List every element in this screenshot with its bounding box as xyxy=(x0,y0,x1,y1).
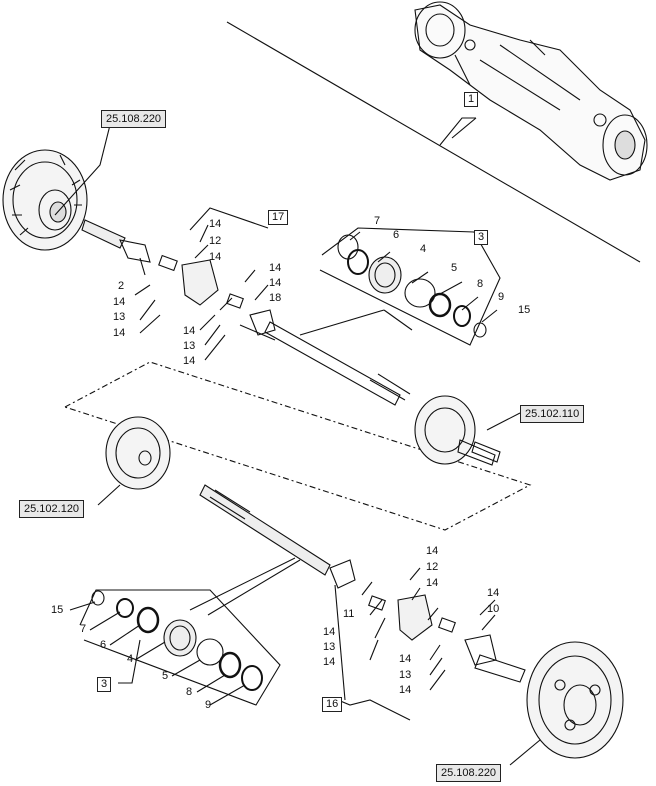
part-label: 4 xyxy=(420,243,427,255)
part-label: 13 xyxy=(323,641,336,653)
part-label: 14 xyxy=(399,684,412,696)
part-label: 12 xyxy=(209,235,222,247)
hub-drawing-bottom xyxy=(526,641,624,759)
part-label: 14 xyxy=(113,327,126,339)
part-label: 8 xyxy=(186,686,193,698)
part-label: 10 xyxy=(487,603,500,615)
part-label: 15 xyxy=(51,604,64,616)
lower-drive-shaft xyxy=(199,484,526,683)
callout-box-upper-shaft[interactable]: 17 xyxy=(268,210,289,225)
callout-box-assembly[interactable]: 1 xyxy=(464,92,479,107)
part-label: 13 xyxy=(183,340,196,352)
lower-seal-components xyxy=(91,590,263,691)
callout-box-lower-seals[interactable]: 3 xyxy=(97,677,112,692)
part-label: 7 xyxy=(374,215,381,227)
part-label: 14 xyxy=(183,355,196,367)
part-label: 14 xyxy=(113,296,126,308)
reference-box-hub-top[interactable]: 25.108.220 xyxy=(101,110,167,128)
part-label: 15 xyxy=(518,304,531,316)
part-label: 14 xyxy=(426,577,439,589)
part-label: 9 xyxy=(498,291,505,303)
part-label: 5 xyxy=(451,262,458,274)
callout-box-upper-seals[interactable]: 3 xyxy=(474,230,489,245)
reference-box-hub-bottom[interactable]: 25.108.220 xyxy=(436,764,502,782)
part-label: 12 xyxy=(426,561,439,573)
part-label: 2 xyxy=(118,280,125,292)
part-label: 7 xyxy=(80,623,87,635)
upper-drive-shaft xyxy=(81,219,411,406)
part-label: 13 xyxy=(113,311,126,323)
differential-carrier xyxy=(105,416,171,490)
part-label: 14 xyxy=(209,218,222,230)
axle-assembly-drawing xyxy=(414,1,648,181)
part-label: 4 xyxy=(127,653,134,665)
part-label: 14 xyxy=(323,626,336,638)
part-label: 5 xyxy=(162,670,169,682)
part-label: 14 xyxy=(426,545,439,557)
part-label: 6 xyxy=(393,229,400,241)
part-label: 18 xyxy=(269,292,282,304)
callout-box-lower-shaft[interactable]: 16 xyxy=(322,697,343,712)
part-label: 14 xyxy=(269,277,282,289)
upper-seal-components xyxy=(337,234,487,338)
part-label: 11 xyxy=(343,608,355,620)
part-label: 14 xyxy=(487,587,500,599)
reference-box-carrier[interactable]: 25.102.120 xyxy=(19,500,85,518)
part-label: 13 xyxy=(399,669,412,681)
part-label: 8 xyxy=(477,278,484,290)
differential-housing xyxy=(414,395,501,466)
part-label: 14 xyxy=(399,653,412,665)
part-label: 14 xyxy=(209,251,222,263)
reference-box-differential[interactable]: 25.102.110 xyxy=(520,405,585,423)
part-label: 14 xyxy=(323,656,336,668)
hub-drawing-top xyxy=(2,149,88,251)
part-label: 6 xyxy=(100,639,107,651)
part-label: 14 xyxy=(269,262,282,274)
part-label: 14 xyxy=(183,325,196,337)
part-label: 9 xyxy=(205,699,212,711)
